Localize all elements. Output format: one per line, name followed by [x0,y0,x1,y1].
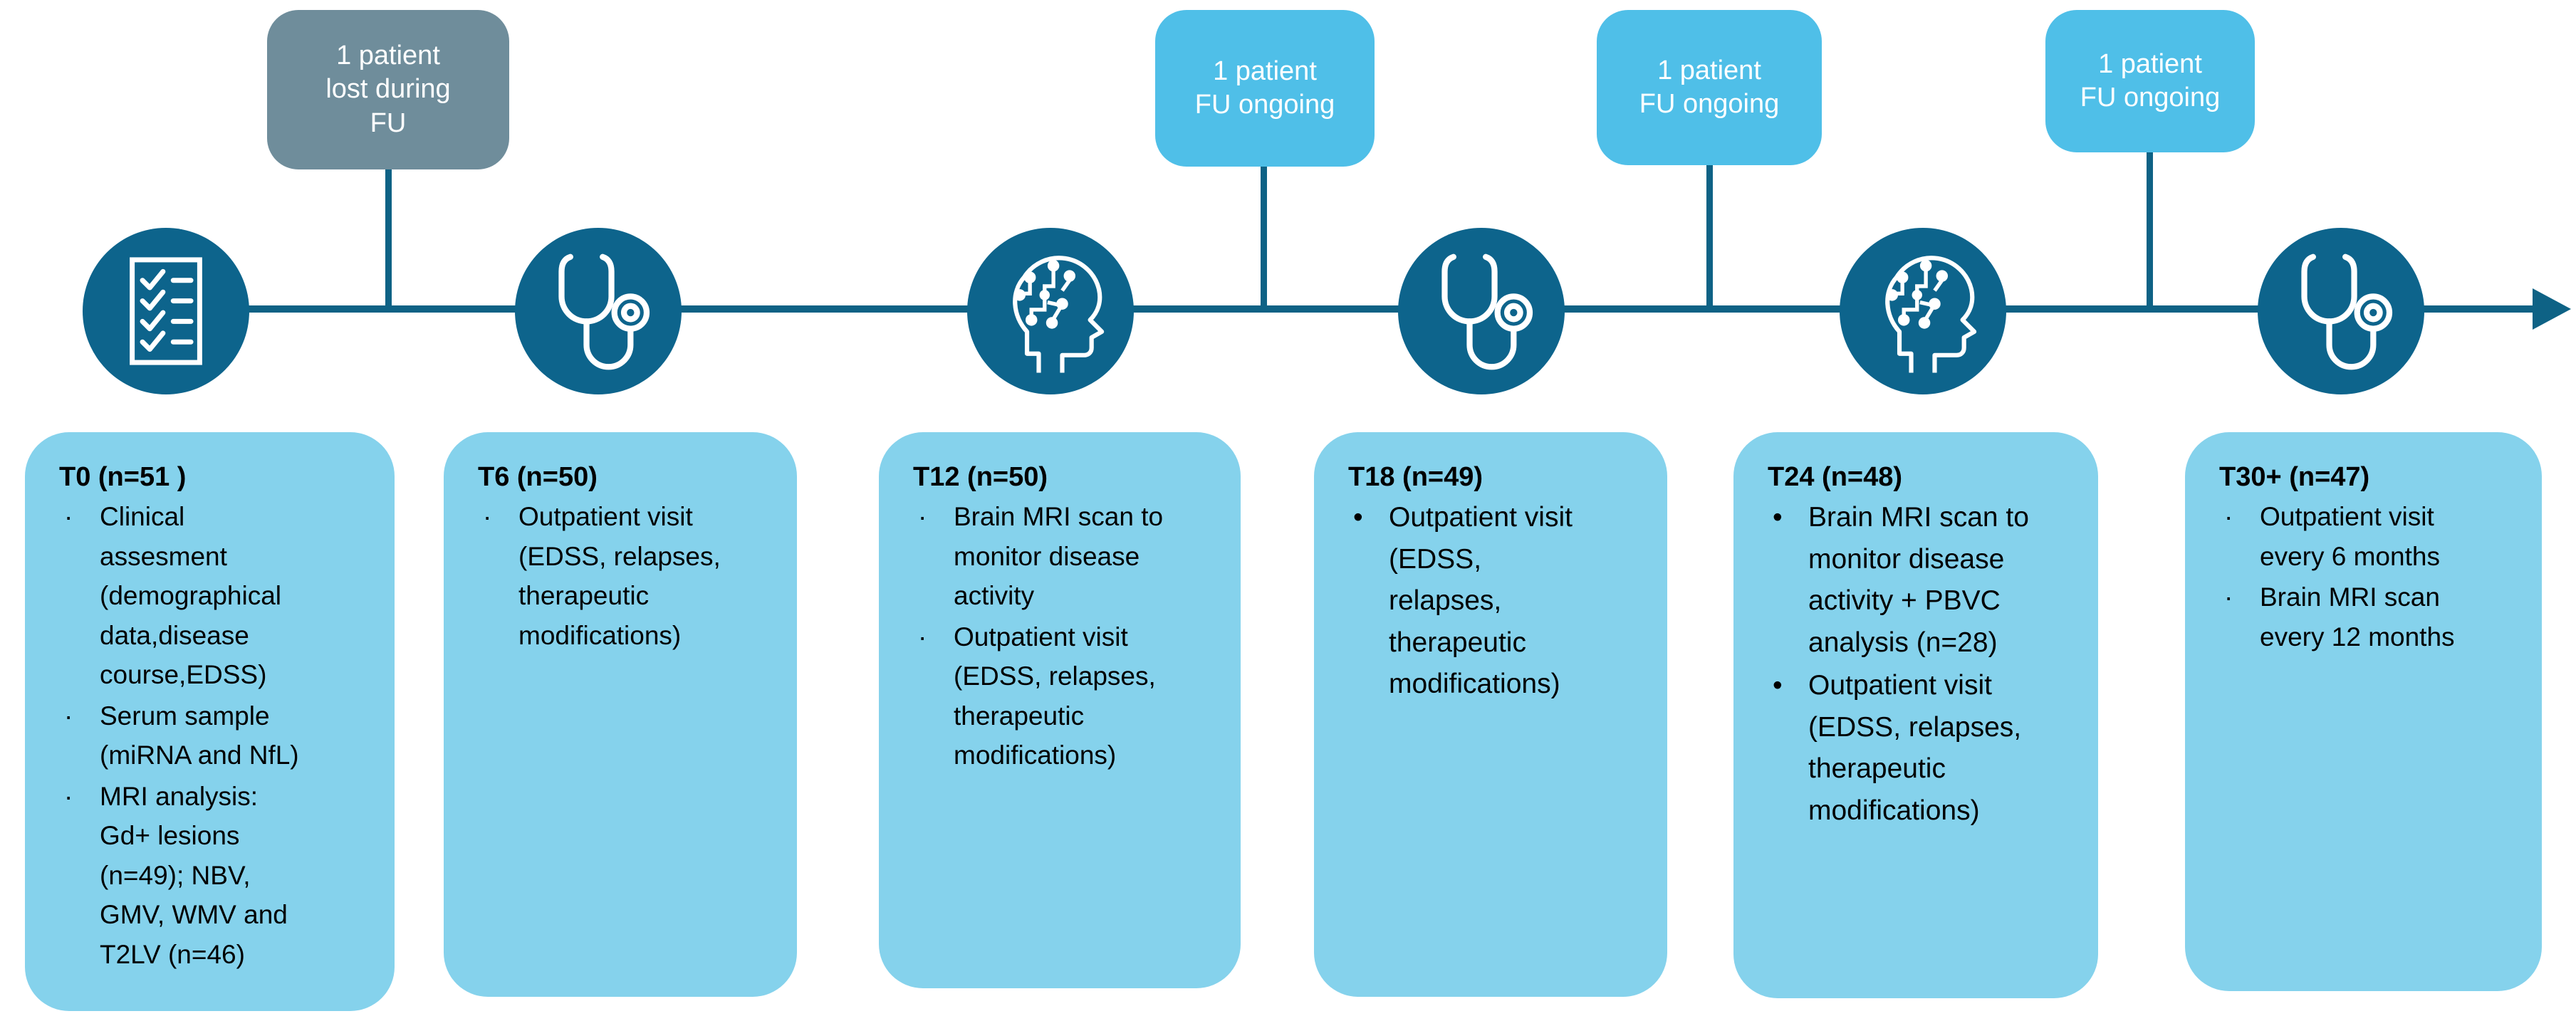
stethoscope-icon [1441,253,1533,370]
list-item: ·Brain MRI scan to monitor disease activ… [879,497,1241,616]
list-item: ·MRI analysis: Gd+ lesions (n=49); NBV, … [25,777,395,975]
bullet: · [64,502,73,531]
brain-circuit-icon [1013,256,1105,373]
callout-fu-ongoing: 1 patient FU ongoing [2045,10,2255,152]
timeline-arrowhead-icon [2533,288,2571,330]
bullet: · [918,622,927,651]
bullet: · [64,701,73,731]
timeline-node-t0 [83,228,249,394]
infobox-t18: T18 (n=49) •Outpatient visit (EDSS, rela… [1314,432,1667,997]
list-item: •Outpatient visit (EDSS, relapses, thera… [1314,497,1667,706]
callout-text: 1 patient lost during FU [325,41,451,138]
list-item: ·Outpatient visit every 6 months [2185,497,2542,576]
infobox-title: T0 (n=51 ) [59,462,187,492]
bullet: • [1353,502,1363,533]
list-item: ·Serum sample (miRNA and NfL) [25,696,395,775]
infobox-title: T6 (n=50) [478,462,598,492]
list-item: •Brain MRI scan to monitor disease activ… [1733,497,2098,664]
callout-text: 1 patient FU ongoing [1639,55,1780,119]
checklist-icon [130,257,202,365]
callout-patient-lost: 1 patient lost during FU [267,10,509,169]
bullet: · [918,502,927,531]
list-item: •Outpatient visit (EDSS, relapses, thera… [1733,665,2098,832]
callout-connector [2147,151,2153,309]
callout-fu-ongoing: 1 patient FU ongoing [1597,10,1822,165]
callout-text: 1 patient FU ongoing [1194,56,1335,120]
bullet: • [1773,502,1783,533]
infobox-title: T18 (n=49) [1348,462,1483,492]
list-item: ·Clinical assesment (demographical data,… [25,497,395,695]
list-item: ·Outpatient visit (EDSS, relapses, thera… [879,617,1241,775]
timeline-node-t30 [2258,228,2424,394]
infobox-title: T24 (n=48) [1768,462,1903,492]
timeline-node-t24 [1840,228,2006,394]
infobox-t6: T6 (n=50) ·Outpatient visit (EDSS, relap… [444,432,797,997]
timeline-node-t18 [1398,228,1565,394]
infobox-t30plus: T30+ (n=47) ·Outpatient visit every 6 mo… [2185,432,2542,991]
list-item: ·Brain MRI scan every 12 months [2185,577,2542,656]
callout-text: 1 patient FU ongoing [2080,48,2221,112]
infobox-t24: T24 (n=48) •Brain MRI scan to monitor di… [1733,432,2098,998]
infobox-list: ·Outpatient visit (EDSS, relapses, thera… [444,497,797,655]
timeline-node-t6 [515,228,682,394]
brain-circuit-icon [1885,256,1977,373]
infobox-list: ·Outpatient visit every 6 months ·Brain … [2185,497,2542,656]
bullet: • [1773,670,1783,701]
stethoscope-icon [2301,253,2393,370]
infobox-list: •Brain MRI scan to monitor disease activ… [1733,497,2098,832]
bullet: · [483,502,492,531]
bullet: · [2224,502,2233,531]
infobox-t12: T12 (n=50) ·Brain MRI scan to monitor di… [879,432,1241,988]
callout-connector [1261,165,1267,309]
timeline-node-t12 [967,228,1134,394]
list-item: ·Outpatient visit (EDSS, relapses, thera… [444,497,797,655]
callout-connector [1706,164,1713,309]
infobox-list: ·Brain MRI scan to monitor disease activ… [879,497,1241,775]
infobox-title: T30+ (n=47) [2219,462,2370,492]
infobox-list: ·Clinical assesment (demographical data,… [25,497,395,974]
callout-connector [385,168,392,309]
infobox-list: •Outpatient visit (EDSS, relapses, thera… [1314,497,1667,706]
infobox-title: T12 (n=50) [913,462,1048,492]
stethoscope-icon [558,253,650,370]
timeline-axis [166,305,2538,313]
bullet: · [2224,582,2233,612]
callout-fu-ongoing: 1 patient FU ongoing [1155,10,1375,167]
bullet: · [64,781,73,811]
infobox-t0: T0 (n=51 ) ·Clinical assesment (demograp… [25,432,395,1011]
